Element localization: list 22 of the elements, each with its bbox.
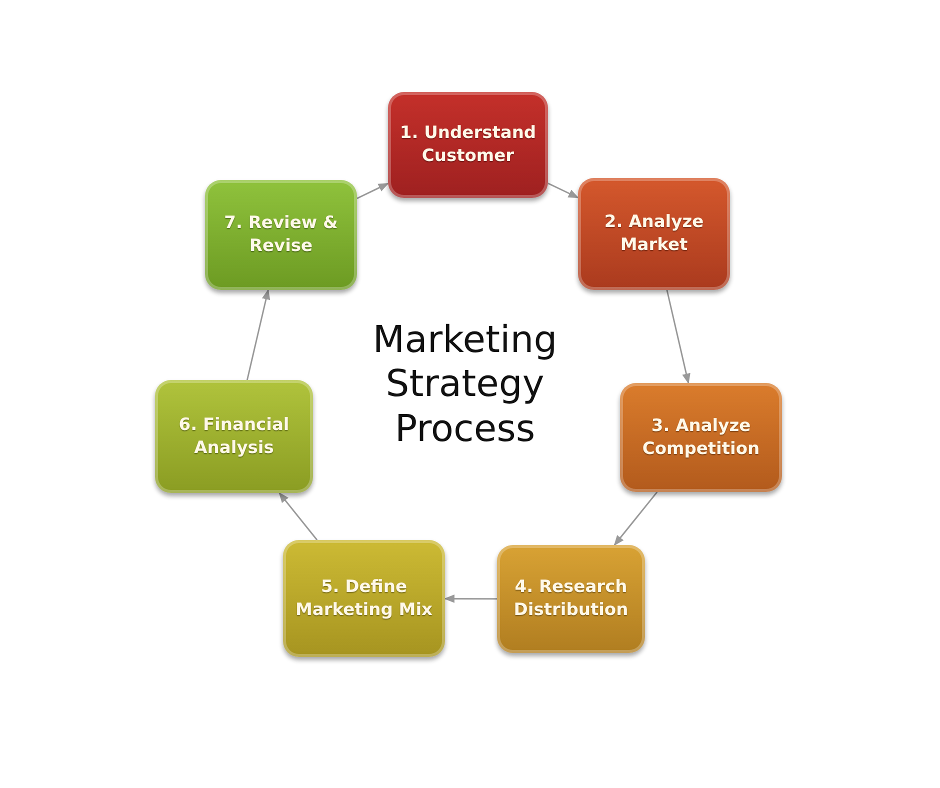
process-box bbox=[205, 180, 357, 290]
process-box bbox=[388, 92, 548, 198]
diagram-title: Marketing Strategy Process bbox=[372, 318, 558, 452]
arrow bbox=[666, 290, 690, 384]
process-box bbox=[578, 178, 730, 290]
step-label: 4. Research Distribution bbox=[512, 576, 630, 622]
process-box bbox=[155, 380, 313, 493]
arrow bbox=[444, 594, 497, 603]
arrow bbox=[614, 492, 658, 546]
step-label: 6. Financial Analysis bbox=[178, 414, 290, 460]
step-label: 2. Analyze Market bbox=[603, 211, 705, 257]
arrow bbox=[356, 182, 389, 200]
process-box bbox=[283, 540, 445, 657]
process-box bbox=[497, 545, 645, 653]
step-label: 3. Analyze Competition bbox=[641, 414, 761, 460]
arrow bbox=[246, 288, 270, 380]
step-label: 7. Review & Revise bbox=[223, 212, 339, 258]
arrow bbox=[278, 492, 318, 540]
arrow bbox=[548, 182, 579, 198]
step-label: 5. Define Marketing Mix bbox=[294, 576, 434, 622]
process-box bbox=[620, 383, 782, 492]
step-label: 1. Understand Customer bbox=[398, 122, 538, 168]
